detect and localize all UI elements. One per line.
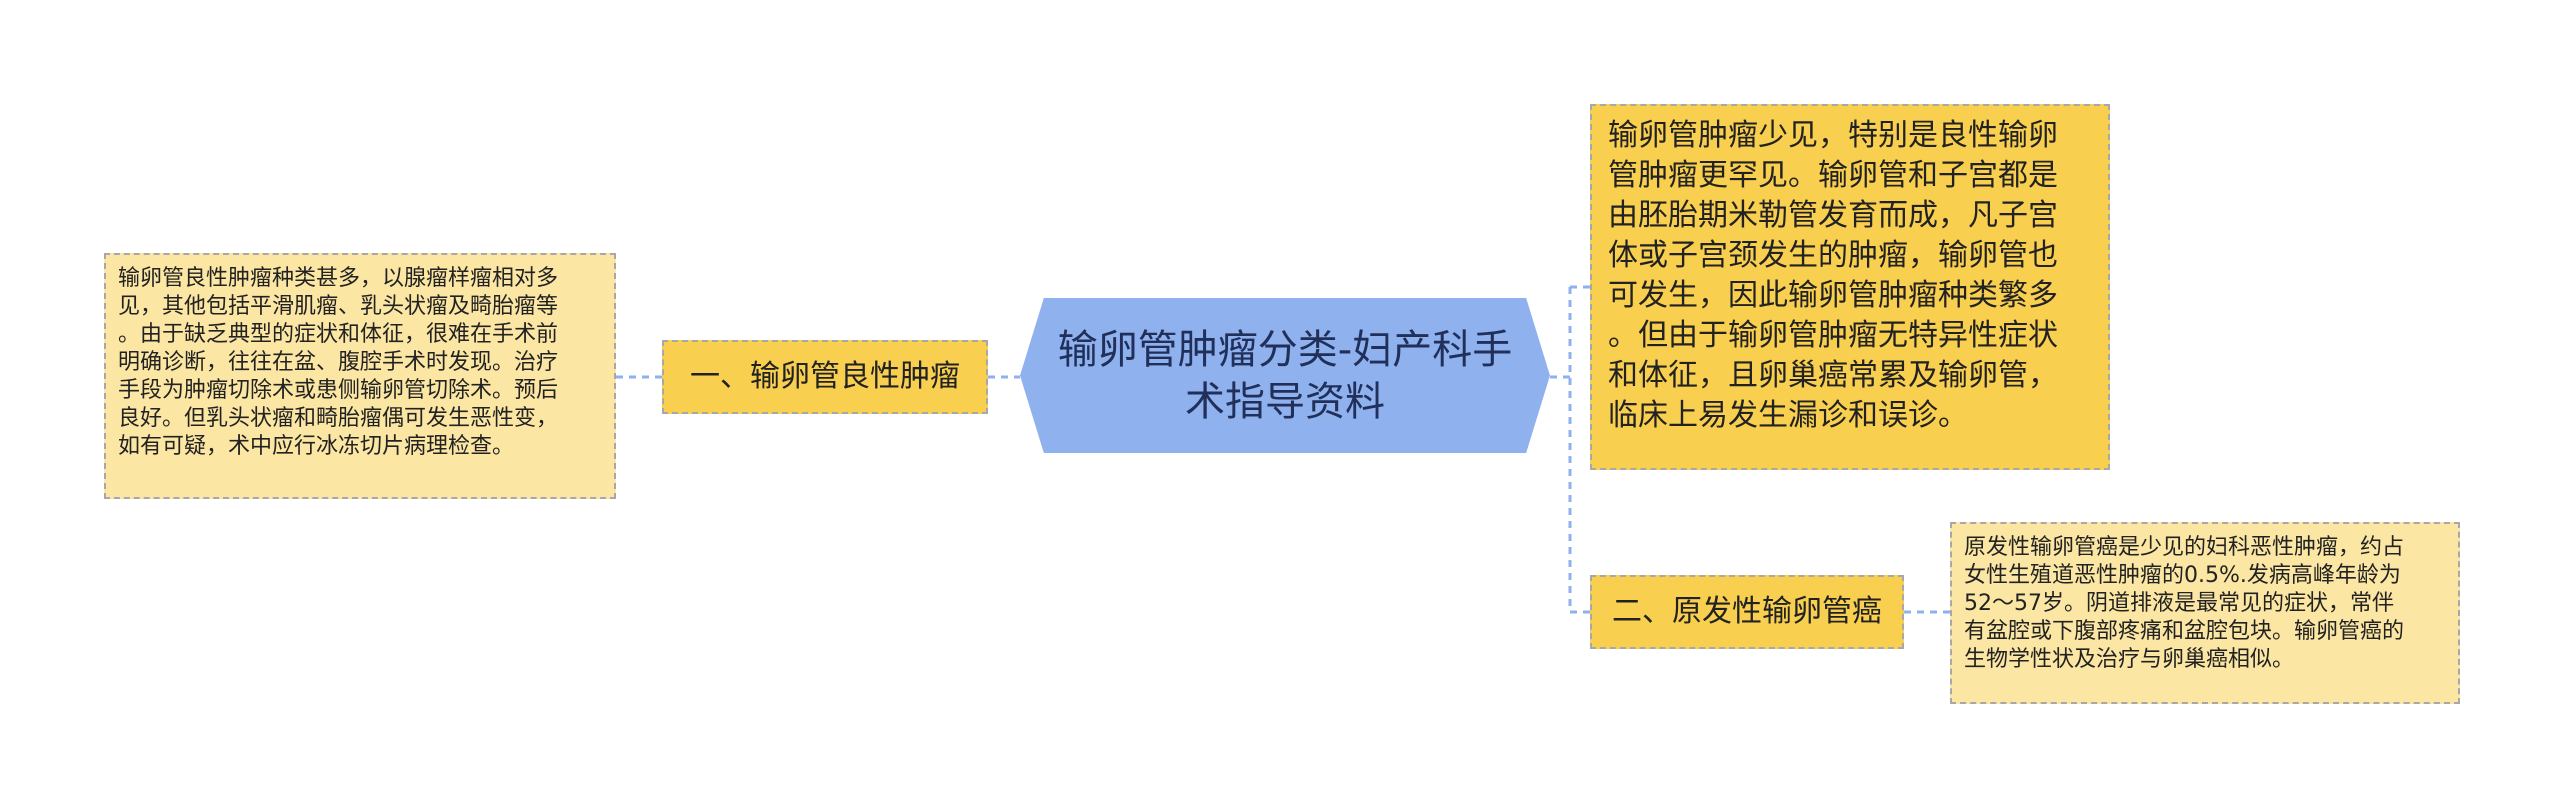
cancer-detail-line-3: 52～57岁。阴道排液是最常见的症状，常伴 bbox=[1964, 591, 2394, 616]
branch-primary-cancer-label: 二、原发性输卵管癌 bbox=[1612, 594, 1882, 629]
intro-line-7: 和体征，且卵巢癌常累及输卵管， bbox=[1608, 358, 2058, 393]
branch-primary-cancer[interactable]: 二、原发性输卵管癌 bbox=[1590, 575, 1904, 649]
benign-detail-line-6: 良好。但乳头状瘤和畸胎瘤偶可发生恶性变， bbox=[118, 406, 559, 431]
intro-line-1: 输卵管肿瘤少见，特别是良性输卵 bbox=[1608, 118, 2058, 153]
intro-line-6: 。但由于输卵管肿瘤无特异性症状 bbox=[1608, 318, 2058, 353]
cancer-detail-line-1: 原发性输卵管癌是少见的妇科恶性肿瘤，约占 bbox=[1964, 535, 2405, 560]
root-topic[interactable]: 输卵管肿瘤分类-妇产科手 术指导资料 bbox=[1020, 298, 1550, 453]
intro-detail-box[interactable]: 输卵管肿瘤少见，特别是良性输卵 管肿瘤更罕见。输卵管和子宫都是 由胚胎期米勒管发… bbox=[1590, 104, 2110, 470]
benign-detail-line-5: 手段为肿瘤切除术或患侧输卵管切除术。预后 bbox=[118, 378, 559, 403]
root-line-2: 术指导资料 bbox=[1185, 378, 1385, 425]
intro-line-8: 临床上易发生漏诊和误诊。 bbox=[1608, 398, 1968, 433]
cancer-detail-line-4: 有盆腔或下腹部疼痛和盆腔包块。输卵管癌的 bbox=[1964, 619, 2405, 644]
intro-line-5: 可发生，因此输卵管肿瘤种类繁多 bbox=[1608, 278, 2058, 313]
primary-cancer-detail-box[interactable]: 原发性输卵管癌是少见的妇科恶性肿瘤，约占 女性生殖道恶性肿瘤的0.5%.发病高峰… bbox=[1950, 522, 2460, 704]
benign-detail-line-4: 明确诊断，往往在盆、腹腔手术时发现。治疗 bbox=[118, 350, 559, 375]
branch-benign-tumor-label: 一、输卵管良性肿瘤 bbox=[690, 359, 960, 394]
branch-benign-tumor[interactable]: 一、输卵管良性肿瘤 bbox=[662, 340, 988, 414]
intro-line-4: 体或子宫颈发生的肿瘤，输卵管也 bbox=[1608, 238, 2058, 273]
benign-detail-line-1: 输卵管良性肿瘤种类甚多，以腺瘤样瘤相对多 bbox=[118, 266, 559, 291]
intro-line-2: 管肿瘤更罕见。输卵管和子宫都是 bbox=[1608, 158, 2058, 193]
root-topic-text: 输卵管肿瘤分类-妇产科手 术指导资料 bbox=[1058, 324, 1512, 428]
cancer-detail-line-5: 生物学性状及治疗与卵巢癌相似。 bbox=[1964, 647, 2295, 672]
root-line-1: 输卵管肿瘤分类-妇产科手 bbox=[1057, 326, 1513, 373]
intro-line-3: 由胚胎期米勒管发育而成，凡子宫 bbox=[1608, 198, 2058, 233]
benign-detail-line-3: 。由于缺乏典型的症状和体征，很难在手术前 bbox=[118, 322, 559, 347]
cancer-detail-line-2: 女性生殖道恶性肿瘤的0.5%.发病高峰年龄为 bbox=[1964, 563, 2401, 588]
benign-tumor-detail-box[interactable]: 输卵管良性肿瘤种类甚多，以腺瘤样瘤相对多 见，其他包括平滑肌瘤、乳头状瘤及畸胎瘤… bbox=[104, 253, 616, 499]
benign-detail-line-7: 如有可疑，术中应行冰冻切片病理检查。 bbox=[118, 434, 515, 459]
benign-detail-line-2: 见，其他包括平滑肌瘤、乳头状瘤及畸胎瘤等 bbox=[118, 294, 559, 319]
